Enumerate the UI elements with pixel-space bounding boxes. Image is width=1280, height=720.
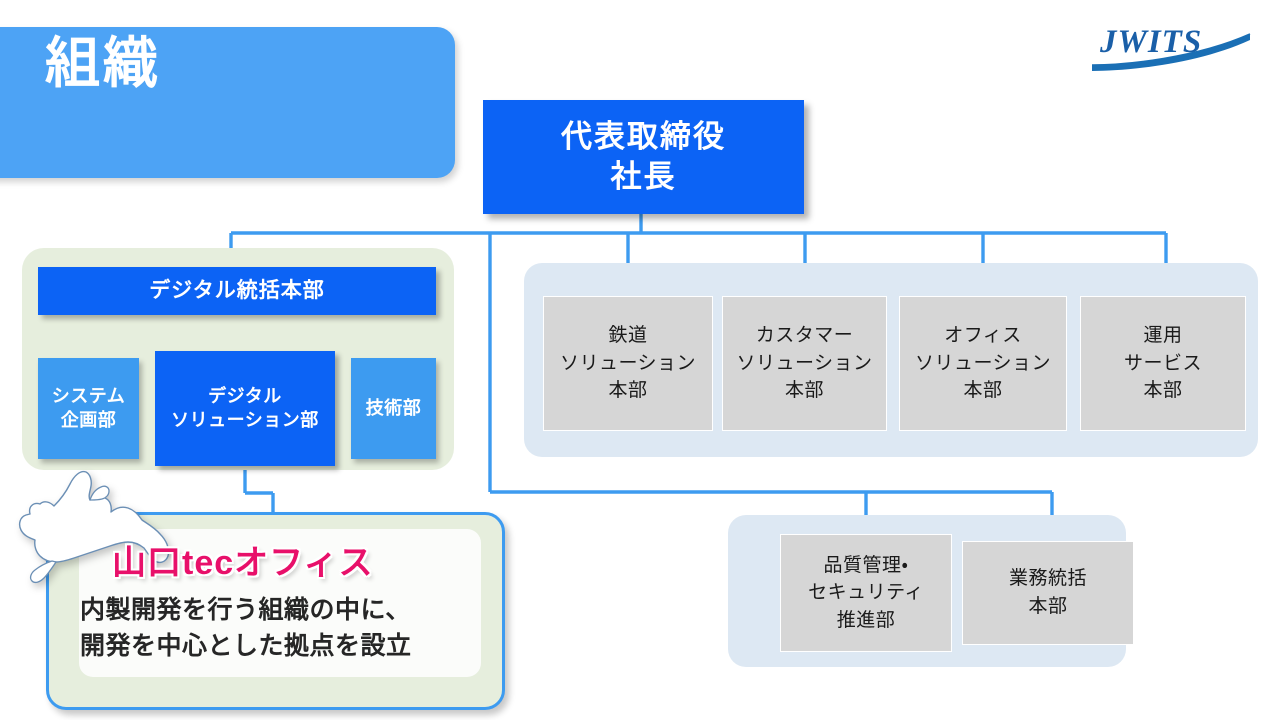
node-system-planning-dept-line1: システム	[51, 386, 126, 407]
node-customer-solution-div-line2: ソリューション	[736, 352, 873, 374]
yamaguchi-office-card	[79, 529, 481, 677]
node-office-solution-div-line1: オフィス	[944, 325, 1022, 347]
yamaguchi-office-body: 内製開発を行う組織の中に、 開発を中心とした拠点を設立	[80, 596, 412, 660]
node-operation-service-div-line3: 本部	[1143, 380, 1183, 402]
node-digital-solution-dept-line2: ソリューション部	[171, 409, 319, 430]
node-office-solution-div-line3: 本部	[963, 380, 1003, 402]
node-engineering-dept[interactable]: 技術部	[351, 358, 436, 459]
node-system-planning-dept[interactable]: システム 企画部	[38, 358, 139, 459]
node-office-solution-div-line2: ソリューション	[914, 352, 1052, 374]
yamaguchi-office-title: 山口tecオフィス	[112, 544, 374, 582]
node-digital-division-head[interactable]: デジタル統括本部	[38, 267, 436, 315]
node-operation-service-div-line1: 運用	[1143, 325, 1183, 347]
node-digital-solution-dept[interactable]: デジタル ソリューション部	[155, 351, 335, 466]
page-title: 組織	[45, 32, 162, 94]
node-quality-security-dept-line1: 品質管理・	[823, 554, 909, 576]
node-ceo-line1: 代表取締役	[561, 119, 726, 155]
node-railway-solution-div[interactable]: 鉄道 ソリューション 本部	[543, 296, 713, 431]
node-business-management-div-line2: 本部	[1028, 596, 1068, 617]
node-digital-division-head-label: デジタル統括本部	[149, 278, 325, 302]
node-customer-solution-div[interactable]: カスタマー ソリューション 本部	[722, 296, 887, 431]
node-railway-solution-div-line1: 鉄道	[608, 325, 648, 347]
node-engineering-dept-line1: 技術部	[365, 397, 422, 418]
node-railway-solution-div-line3: 本部	[608, 380, 648, 402]
node-quality-security-dept[interactable]: 品質管理・ セキュリティ 推進部	[780, 534, 952, 652]
node-quality-security-dept-line2: セキュリティ	[808, 582, 924, 604]
node-business-management-div-line1: 業務統括	[1008, 568, 1087, 590]
node-ceo-line2: 社長	[610, 159, 677, 194]
node-quality-security-dept-line3: 推進部	[836, 609, 896, 631]
node-digital-solution-dept-line1: デジタル	[208, 386, 282, 407]
slide-title-banner	[0, 27, 455, 178]
node-operation-service-div[interactable]: 運用 サービス 本部	[1080, 296, 1246, 431]
yamaguchi-prefecture-map-icon	[8, 462, 198, 595]
node-customer-solution-div-line1: カスタマー	[755, 325, 854, 347]
node-ceo[interactable]: 代表取締役 社長	[483, 100, 804, 214]
node-operation-service-div-line2: サービス	[1123, 352, 1202, 374]
node-system-planning-dept-line2: 企画部	[60, 409, 117, 430]
node-railway-solution-div-line2: ソリューション	[559, 352, 697, 374]
node-office-solution-div[interactable]: オフィス ソリューション 本部	[899, 296, 1067, 431]
jwits-logo: JWITS	[1086, 18, 1254, 76]
yamaguchi-office-callout[interactable]	[46, 512, 505, 710]
node-business-management-div[interactable]: 業務統括 本部	[962, 541, 1134, 645]
node-customer-solution-div-line3: 本部	[784, 380, 824, 402]
